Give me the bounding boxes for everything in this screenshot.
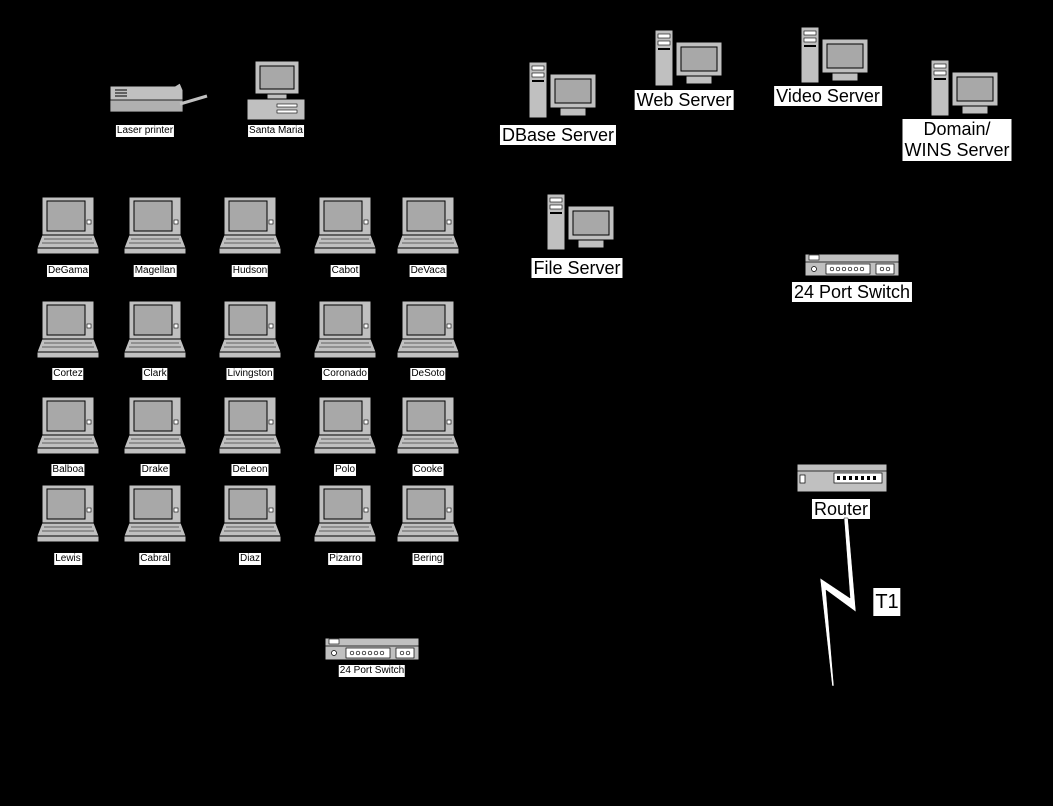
switch-icon xyxy=(804,253,900,277)
laptop-label: Drake xyxy=(140,464,170,476)
laptop-label: Bering xyxy=(412,553,444,565)
santa-maria-label: Santa Maria xyxy=(248,125,304,137)
laptop-label: Cabral xyxy=(139,553,171,565)
laptop-label: Cortez xyxy=(52,368,84,380)
dbase-server-icon xyxy=(528,61,597,119)
laptop-icon xyxy=(218,396,282,455)
video-server-label: Video Server xyxy=(774,86,882,106)
laptop-icon xyxy=(36,396,100,455)
laptop-icon xyxy=(36,300,100,359)
laptop-label: Hudson xyxy=(231,265,269,277)
laptop-icon xyxy=(123,196,187,255)
domain-wins-line1: Domain/ xyxy=(923,119,991,139)
laptop-label: Polo xyxy=(333,464,357,476)
laptop-label: DeLeon xyxy=(231,464,269,476)
laptop-label: Coronado xyxy=(322,368,368,380)
laptop-icon xyxy=(123,484,187,543)
laptop-icon xyxy=(313,300,377,359)
laptop-icon xyxy=(123,300,187,359)
laptop-label: Clark xyxy=(142,368,168,380)
router-label: Router xyxy=(811,499,871,519)
laptop-icon xyxy=(218,484,282,543)
laser-printer-icon xyxy=(109,82,208,113)
switch-bottom-label: 24 Port Switch xyxy=(338,665,406,677)
laptop-icon xyxy=(396,396,460,455)
laptop-label: DeGama xyxy=(46,265,90,277)
laptop-label: Balboa xyxy=(51,464,85,476)
laptop-icon xyxy=(313,484,377,543)
switch-top-label: 24 Port Switch xyxy=(791,282,913,302)
file-server-label: File Server xyxy=(531,258,623,278)
t1-label: T1 xyxy=(873,588,901,616)
laptop-label: DeVaca xyxy=(409,265,447,277)
laptop-icon xyxy=(218,196,282,255)
video-server-icon xyxy=(800,26,869,84)
desktop-computer-icon xyxy=(246,60,306,121)
dbase-server-label: DBase Server xyxy=(499,125,617,145)
domain-wins-line2: WINS Server xyxy=(904,140,1010,160)
laptop-label: Lewis xyxy=(54,553,82,565)
laptop-icon xyxy=(313,196,377,255)
laptop-label: Cabot xyxy=(330,265,360,277)
laptop-label: Livingston xyxy=(226,368,274,380)
laptop-label: Magellan xyxy=(133,265,177,277)
domain-wins-server-label: Domain/ WINS Server xyxy=(902,119,1012,161)
router-icon xyxy=(796,463,888,493)
laptop-icon xyxy=(396,484,460,543)
web-server-icon xyxy=(654,29,723,87)
laptop-icon xyxy=(396,300,460,359)
laptop-label: Pizarro xyxy=(328,553,362,565)
laptop-icon xyxy=(123,396,187,455)
laptop-label: Cooke xyxy=(412,464,444,476)
t1-link-bolt-icon xyxy=(819,517,857,687)
laptop-label: DeSoto xyxy=(410,368,446,380)
laser-printer-label: Laser printer xyxy=(115,125,175,137)
laptop-icon xyxy=(218,300,282,359)
laptop-icon xyxy=(36,196,100,255)
switch-icon xyxy=(324,637,420,661)
laptop-icon xyxy=(36,484,100,543)
domain-wins-server-icon xyxy=(930,59,999,117)
laptop-icon xyxy=(396,196,460,255)
laptop-icon xyxy=(313,396,377,455)
file-server-icon xyxy=(546,193,615,251)
laptop-label: Diaz xyxy=(238,553,262,565)
web-server-label: Web Server xyxy=(634,90,734,110)
